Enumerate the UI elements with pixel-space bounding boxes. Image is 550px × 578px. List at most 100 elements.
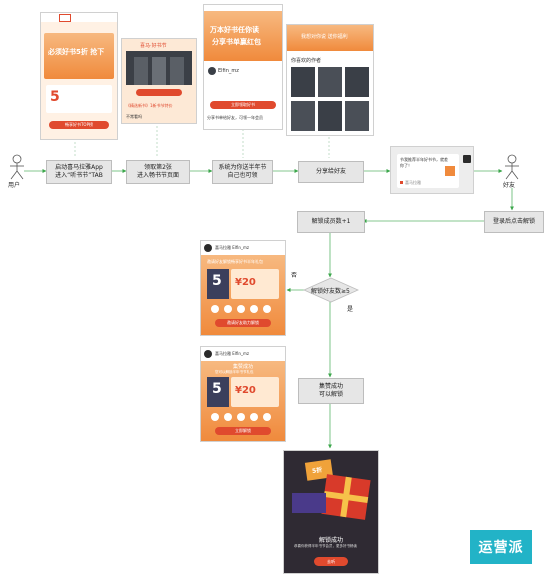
step-open-app-line2: 进入“听书节”TAB xyxy=(55,172,103,179)
screen-c-user: Elfin_mz xyxy=(218,68,239,74)
screen-e-price-card: ¥20 xyxy=(231,269,279,299)
screen-d-author-3 xyxy=(345,67,369,97)
screen-f-button[interactable]: 立即解锁 xyxy=(215,427,271,435)
screen-g-pct: 5折 xyxy=(311,466,323,475)
screen-f-avatar xyxy=(204,350,212,358)
screen-g-sub: 恭喜你获得半年书节会员，更多好书畅读 xyxy=(294,544,357,548)
user-actor: 用户 xyxy=(6,154,28,189)
screen-g-title: 解锁成功 xyxy=(319,537,344,544)
screen-e-button[interactable]: 邀请好友助力解锁 xyxy=(215,319,271,327)
screen-b-header: 喜马·好书节 xyxy=(140,43,167,49)
screen-d-author-1 xyxy=(291,67,315,97)
branch-yes-label: 是 xyxy=(347,306,354,313)
step-enter-page-line1: 领取第2张 xyxy=(144,164,172,172)
screen-f-book: 5 xyxy=(207,377,229,407)
screen-c-banner: 万本好书任你读 分享书单赢红包 xyxy=(204,11,282,61)
screen-f-body: 集赞成功 您可以解锁半年书节礼包 5 ¥20 立即解锁 xyxy=(201,361,285,441)
screen-f-price: ¥20 xyxy=(235,385,256,396)
screen-b-footer: 不常看吗 xyxy=(126,114,142,119)
screen-d-header-bg: 我想对你说 送你福利 xyxy=(287,25,373,51)
share-thumb xyxy=(445,166,455,176)
branch-no-label: 否 xyxy=(291,272,298,279)
screen-a-card: 5 xyxy=(46,85,112,113)
screen-f-user: 喜马拉雅 Elfin_mz xyxy=(215,351,249,356)
screen-d-author-5 xyxy=(318,101,342,131)
step-login-unlock: 登录后点击解锁 xyxy=(484,211,544,233)
share-card[interactable]: 节我推荐半年好书节，就差 你了！ 喜马拉雅 xyxy=(397,154,459,188)
share-message: 节我推荐半年好书节，就差 你了！ 喜马拉雅 xyxy=(390,146,474,194)
step-enter-page: 领取第2张 进入畅书节页面 xyxy=(126,160,190,184)
screen-f-top: 喜马拉雅 Elfin_mz xyxy=(201,347,285,361)
screen-a-banner-text: 必须好书5折 抢下 xyxy=(48,48,105,56)
screen-g-giftbox xyxy=(321,474,371,520)
step-enter-page-line2: 进入畅书节页面 xyxy=(136,172,179,179)
screen-d: 我想对你说 送你福利 你喜欢的作者 xyxy=(286,24,374,136)
screen-e-avatars xyxy=(211,305,275,313)
screen-a-banner: 必须好书5折 抢下 xyxy=(44,33,114,79)
user-label: 用户 xyxy=(8,182,21,189)
screen-d-author-2 xyxy=(318,67,342,97)
step-system-gift-line1: 系统为你送半年节 xyxy=(218,164,267,172)
screen-e-top: 喜马拉雅 Elfin_mz xyxy=(201,241,285,255)
screen-e-book: 5 xyxy=(207,269,229,299)
step-unlock-count-text: 解锁成员数+1 xyxy=(311,218,351,226)
friend-label: 好友 xyxy=(503,182,516,189)
step-open-app: 启动喜马拉雅App 进入“听书节”TAB xyxy=(46,160,112,184)
step-collect-success-line1: 集赞成功 xyxy=(318,383,343,391)
screen-f: 喜马拉雅 Elfin_mz 集赞成功 您可以解锁半年书节礼包 5 ¥20 立即解… xyxy=(200,346,286,442)
friend-actor: 好友 xyxy=(501,154,523,189)
screen-a: 必须好书5折 抢下 5 畅享好书TOP榜 xyxy=(40,12,118,140)
step-collect-success-line2: 可以解锁 xyxy=(318,391,343,398)
screen-g-button[interactable]: 去听 xyxy=(314,557,348,566)
share-brand-icon xyxy=(400,181,403,184)
screen-b-hero xyxy=(126,51,192,85)
screen-f-title: 集赞成功 xyxy=(233,364,254,370)
screen-e-body: 邀请好友解锁畅享好书半年礼包 5 ¥20 邀请好友助力解锁 xyxy=(201,255,285,335)
screen-c-avatar xyxy=(208,67,216,75)
screen-a-badge: 5 xyxy=(50,89,60,105)
share-avatar xyxy=(463,155,471,163)
screen-e-big: 5 xyxy=(212,273,222,289)
step-share: 分享给好友 xyxy=(298,161,364,183)
share-text1: 节我推荐半年好书节，就差 xyxy=(400,157,448,162)
screen-c: 万本好书任你读 分享书单赢红包 Elfin_mz 立即领取好书 分享书单给好友，… xyxy=(203,4,283,130)
screen-a-tab-highlight xyxy=(59,14,71,22)
screen-b-person-3 xyxy=(170,57,184,85)
brand-logo: 运营派 xyxy=(470,530,532,564)
screen-f-sub: 您可以解锁半年书节礼包 xyxy=(215,370,254,374)
share-text2: 你了！ xyxy=(400,163,412,168)
share-brand: 喜马拉雅 xyxy=(405,180,421,185)
screen-b-person-2 xyxy=(152,57,166,85)
decision-label: 解锁好友数≥5 xyxy=(311,288,350,295)
screen-a-button[interactable]: 畅享好书TOP榜 xyxy=(49,121,109,129)
screen-e-user: 喜马拉雅 Elfin_mz xyxy=(215,245,249,250)
screen-f-price-card: ¥20 xyxy=(231,377,279,407)
screen-b-person-1 xyxy=(134,57,148,85)
decision-diamond xyxy=(303,277,359,303)
screen-d-header: 我想对你说 送你福利 xyxy=(301,34,348,40)
screen-f-avatars xyxy=(211,413,275,421)
screen-a-topbar xyxy=(41,13,117,22)
screen-g-card xyxy=(292,493,326,513)
screen-b-button[interactable] xyxy=(136,89,182,96)
screen-e-avatar xyxy=(204,244,212,252)
screen-f-big: 5 xyxy=(212,381,222,397)
step-login-unlock-text: 登录后点击解锁 xyxy=(492,218,535,226)
screen-e: 喜马拉雅 Elfin_mz 邀请好友解锁畅享好书半年礼包 5 ¥20 邀请好友助… xyxy=(200,240,286,336)
step-system-gift: 系统为你送半年节 自己也可领 xyxy=(212,160,273,184)
screen-b: 喜马·好书节 《精选新书》1新书节特价 不常看吗 xyxy=(121,38,197,124)
user-stick-icon xyxy=(10,154,24,180)
step-collect-success: 集赞成功 可以解锁 xyxy=(298,378,364,404)
screen-d-author-4 xyxy=(291,101,315,131)
screen-c-title1: 万本好书任你读 xyxy=(210,26,259,34)
step-system-gift-line2: 自己也可领 xyxy=(227,172,258,179)
screen-g: 5折 解锁成功 恭喜你获得半年书节会员，更多好书畅读 去听 xyxy=(283,450,379,574)
screen-e-price: ¥20 xyxy=(235,277,256,288)
step-share-text: 分享给好友 xyxy=(315,168,346,176)
screen-c-button[interactable]: 立即领取好书 xyxy=(210,101,276,109)
screen-d-section: 你喜欢的作者 xyxy=(291,58,322,64)
screen-d-author-6 xyxy=(345,101,369,131)
screen-c-bottom: 分享书单给好友，可领一年会员 xyxy=(207,115,263,120)
screen-b-link[interactable]: 《精选新书》1新书节特价 xyxy=(126,103,173,108)
step-unlock-count: 解锁成员数+1 xyxy=(297,211,365,233)
